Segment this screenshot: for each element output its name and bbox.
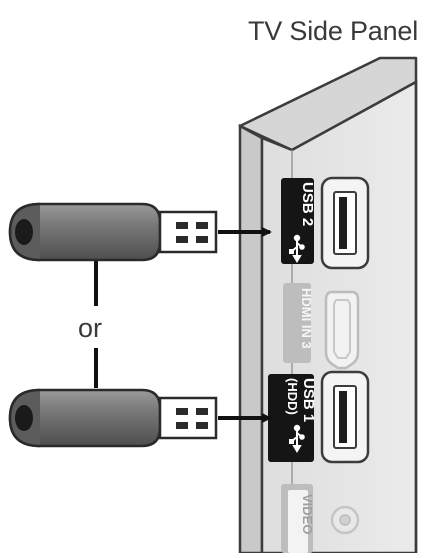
hdmi3-label: HDMI IN 3 [299,288,314,349]
usb2-label-badge: USB 2 [281,178,316,264]
usb1-sublabel: (HDD) [285,378,300,415]
or-label: or [78,313,103,343]
usb-drive-top [8,202,218,262]
usb-drive-bottom [8,388,218,448]
diagram-title: TV Side Panel [248,16,418,46]
video-label: VIDEO [300,494,315,534]
usb2-label: USB 2 [299,182,316,226]
tv-panel-side-face [238,123,264,555]
usb-trident-icon [289,424,305,453]
usb-trident-icon [289,234,305,263]
usb1-port [320,370,370,464]
video-port [330,505,360,535]
hdmi3-label-badge: HDMI IN 3 [283,283,314,363]
video-label-badge: VIDEO [281,484,315,553]
usb1-label-badge: USB 1 (HDD) [268,374,317,462]
usb1-label: USB 1 [300,378,317,422]
hdmi3-port [324,290,360,370]
usb2-port [320,176,370,270]
